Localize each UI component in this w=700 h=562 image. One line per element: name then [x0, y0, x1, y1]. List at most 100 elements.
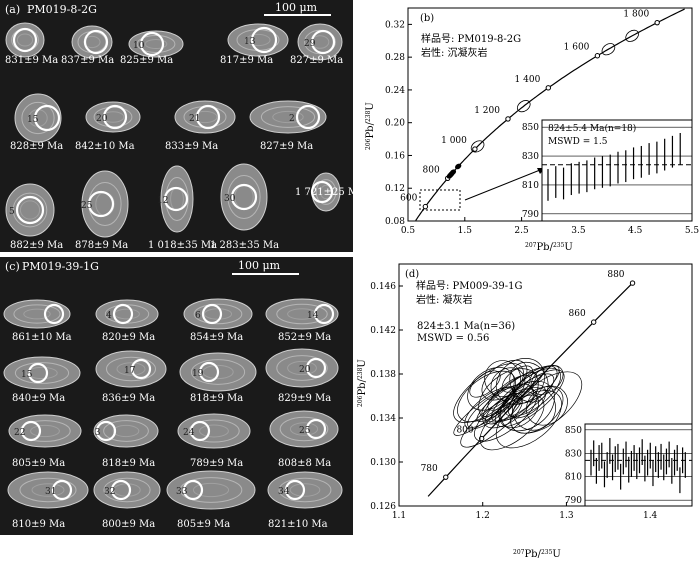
panel-c-grain-core: [289, 483, 321, 497]
chart-d-inset-ytick-label: 810: [565, 473, 582, 483]
chart-b-lithology: 岩性: 沉凝灰岩: [421, 46, 488, 59]
chart-b-concordia-age-marker: [472, 146, 478, 152]
panel-c-grain-age: 861±10 Ma: [12, 332, 72, 343]
chart-d-data-ellipse: [510, 371, 583, 434]
chart-b-ytick-label: 0.32: [385, 20, 405, 30]
panel-c-label: (c): [5, 260, 20, 273]
chart-b-xlabel-sup1: 207: [525, 242, 537, 249]
chart-d-ylabel: 206Pb/238U: [357, 359, 368, 407]
chart-b-xtick-label: 1.5: [458, 226, 473, 236]
panel-a-grain-body: [174, 100, 236, 134]
chart-d-panel-label: (d): [405, 269, 419, 280]
panel-a-spot-number: 10: [133, 41, 145, 51]
panel-c-spot-number: 32: [104, 487, 115, 497]
chart-d-ylabel-mid: Pb/: [357, 378, 368, 395]
chart-b-data-ellipse: [625, 29, 639, 42]
chart-b-data-ellipse: [470, 140, 485, 153]
chart-b-panel-label: (b): [420, 13, 434, 24]
panel-c-grain-zoning: [103, 477, 151, 503]
chart-d-data-ellipse: [491, 365, 560, 422]
chart-b-concordia-age-label: 1 400: [515, 75, 541, 85]
panel-a-grain-core: [19, 200, 41, 220]
panel-c-grain-zoning: [19, 477, 77, 503]
concordia-chart-d: (d) 样品号: PM009-39-1G 岩性: 凝灰岩 824±3.1 Ma(…: [357, 263, 693, 560]
panel-c-spot-number: 15: [21, 370, 33, 380]
panel-a-analysis-spot: [102, 104, 128, 130]
chart-d-lithology: 岩性: 凝灰岩: [416, 293, 473, 306]
chart-b-concordia-age-marker: [505, 116, 511, 122]
panel-c-grain-zoning: [193, 303, 243, 325]
chart-d-data-ellipse: [507, 384, 547, 419]
panel-a-analysis-spot: [250, 26, 278, 54]
panel-a-spot-number: 13: [244, 37, 256, 47]
panel-a-grain-body: [85, 101, 141, 133]
panel-a-grain-2: 837±9 Ma: [61, 25, 114, 66]
panel-a-grain-body: [160, 165, 194, 233]
panel-c-grain-age: 820±9 Ma: [102, 332, 155, 343]
panel-a-spot-number: 21: [189, 114, 200, 124]
chart-d-concordia-age-label: 780: [421, 464, 438, 474]
panel-a-grain-12: 121 018±35 Ma: [148, 165, 217, 251]
panel-c-analysis-spot: [305, 357, 327, 379]
panel-c-analysis-spot: [201, 303, 223, 325]
panel-c-grain-core: [30, 424, 60, 438]
chart-b-concordia-age-marker: [654, 19, 660, 26]
panel-c-grain-1: 861±10 Ma: [3, 299, 72, 343]
panel-c-grain-age: 810±9 Ma: [12, 519, 65, 530]
panel-c-sample: PM019-39-1G: [22, 260, 99, 273]
panel-c-grain-body: [183, 298, 253, 330]
panel-a-grain-zoning: [315, 179, 337, 205]
chart-b-data-ellipse: [449, 169, 457, 176]
panel-c-spot-number: 23: [89, 428, 101, 438]
panel-a-spot-number: 25: [81, 201, 93, 211]
panel-c-spot-number: 14: [307, 311, 319, 321]
panel-c-grain-zoning: [276, 303, 328, 325]
panel-a-label: (a): [5, 3, 20, 16]
chart-b-xlabel: 207Pb/235U: [525, 242, 573, 252]
chart-d-data-ellipse: [467, 367, 515, 411]
chart-b-concordia-age-label: 1 800: [623, 10, 649, 20]
chart-d-concordia-age-marker: [443, 474, 449, 480]
panel-c-grain-age: 852±9 Ma: [278, 332, 331, 343]
panel-a-analysis-spot: [15, 195, 45, 225]
chart-b-zoom-arrow: [464, 167, 546, 201]
panel-c-grain-core: [23, 308, 51, 320]
panel-a-grain-body: [249, 100, 327, 134]
chart-b-inset-ytick-label: 810: [522, 181, 539, 191]
panel-c-grain-body: [3, 356, 81, 390]
panel-c-analysis-spot: [305, 418, 327, 440]
panel-a-grain-age: 831±9 Ma: [5, 55, 58, 66]
chart-d-ytick-label: 0.142: [370, 326, 396, 336]
panel-c-spot-number: 6: [195, 311, 201, 321]
chart-b-inset-frame: [541, 119, 693, 222]
chart-d-data-ellipse: [484, 360, 521, 397]
chart-d-age-result: 824±3.1 Ma(n=36): [417, 321, 515, 332]
chart-d-ylabel-sup2: 238: [357, 367, 364, 379]
panel-c-grain-age: 818±9 Ma: [102, 458, 155, 469]
panel-a-grain-11: 25 878±9 Ma: [75, 170, 129, 251]
panel-c-grain-zoning: [179, 477, 243, 503]
chart-d-data-ellipse: [453, 386, 516, 436]
chart-d-xlabel-sup2: 235: [541, 549, 553, 556]
panel-a-grain-body: [5, 183, 55, 237]
panel-c-grain-zoning: [106, 356, 156, 382]
panel-c-grain-core: [31, 483, 65, 497]
panel-c-grain-body: [7, 471, 89, 509]
chart-d-concordia-age-marker: [590, 319, 597, 325]
panel-a-grain-age: 878±9 Ma: [75, 240, 128, 251]
panel-c-spot-number: 17: [124, 366, 136, 376]
panel-c-analysis-spot: [130, 358, 152, 380]
chart-d-xlabel: 207Pb/235U: [513, 549, 561, 560]
panel-c-grain-zoning: [14, 362, 70, 384]
panel-a-grain-age: 817±9 Ma: [220, 55, 273, 66]
chart-b-concordia-age-label: 1 600: [564, 43, 590, 53]
panel-c-spot-number: 24: [183, 428, 195, 438]
panel-a-grain-core: [192, 110, 218, 124]
panel-c-grain-body: [166, 470, 256, 510]
panel-c-analysis-spot: [51, 479, 73, 501]
